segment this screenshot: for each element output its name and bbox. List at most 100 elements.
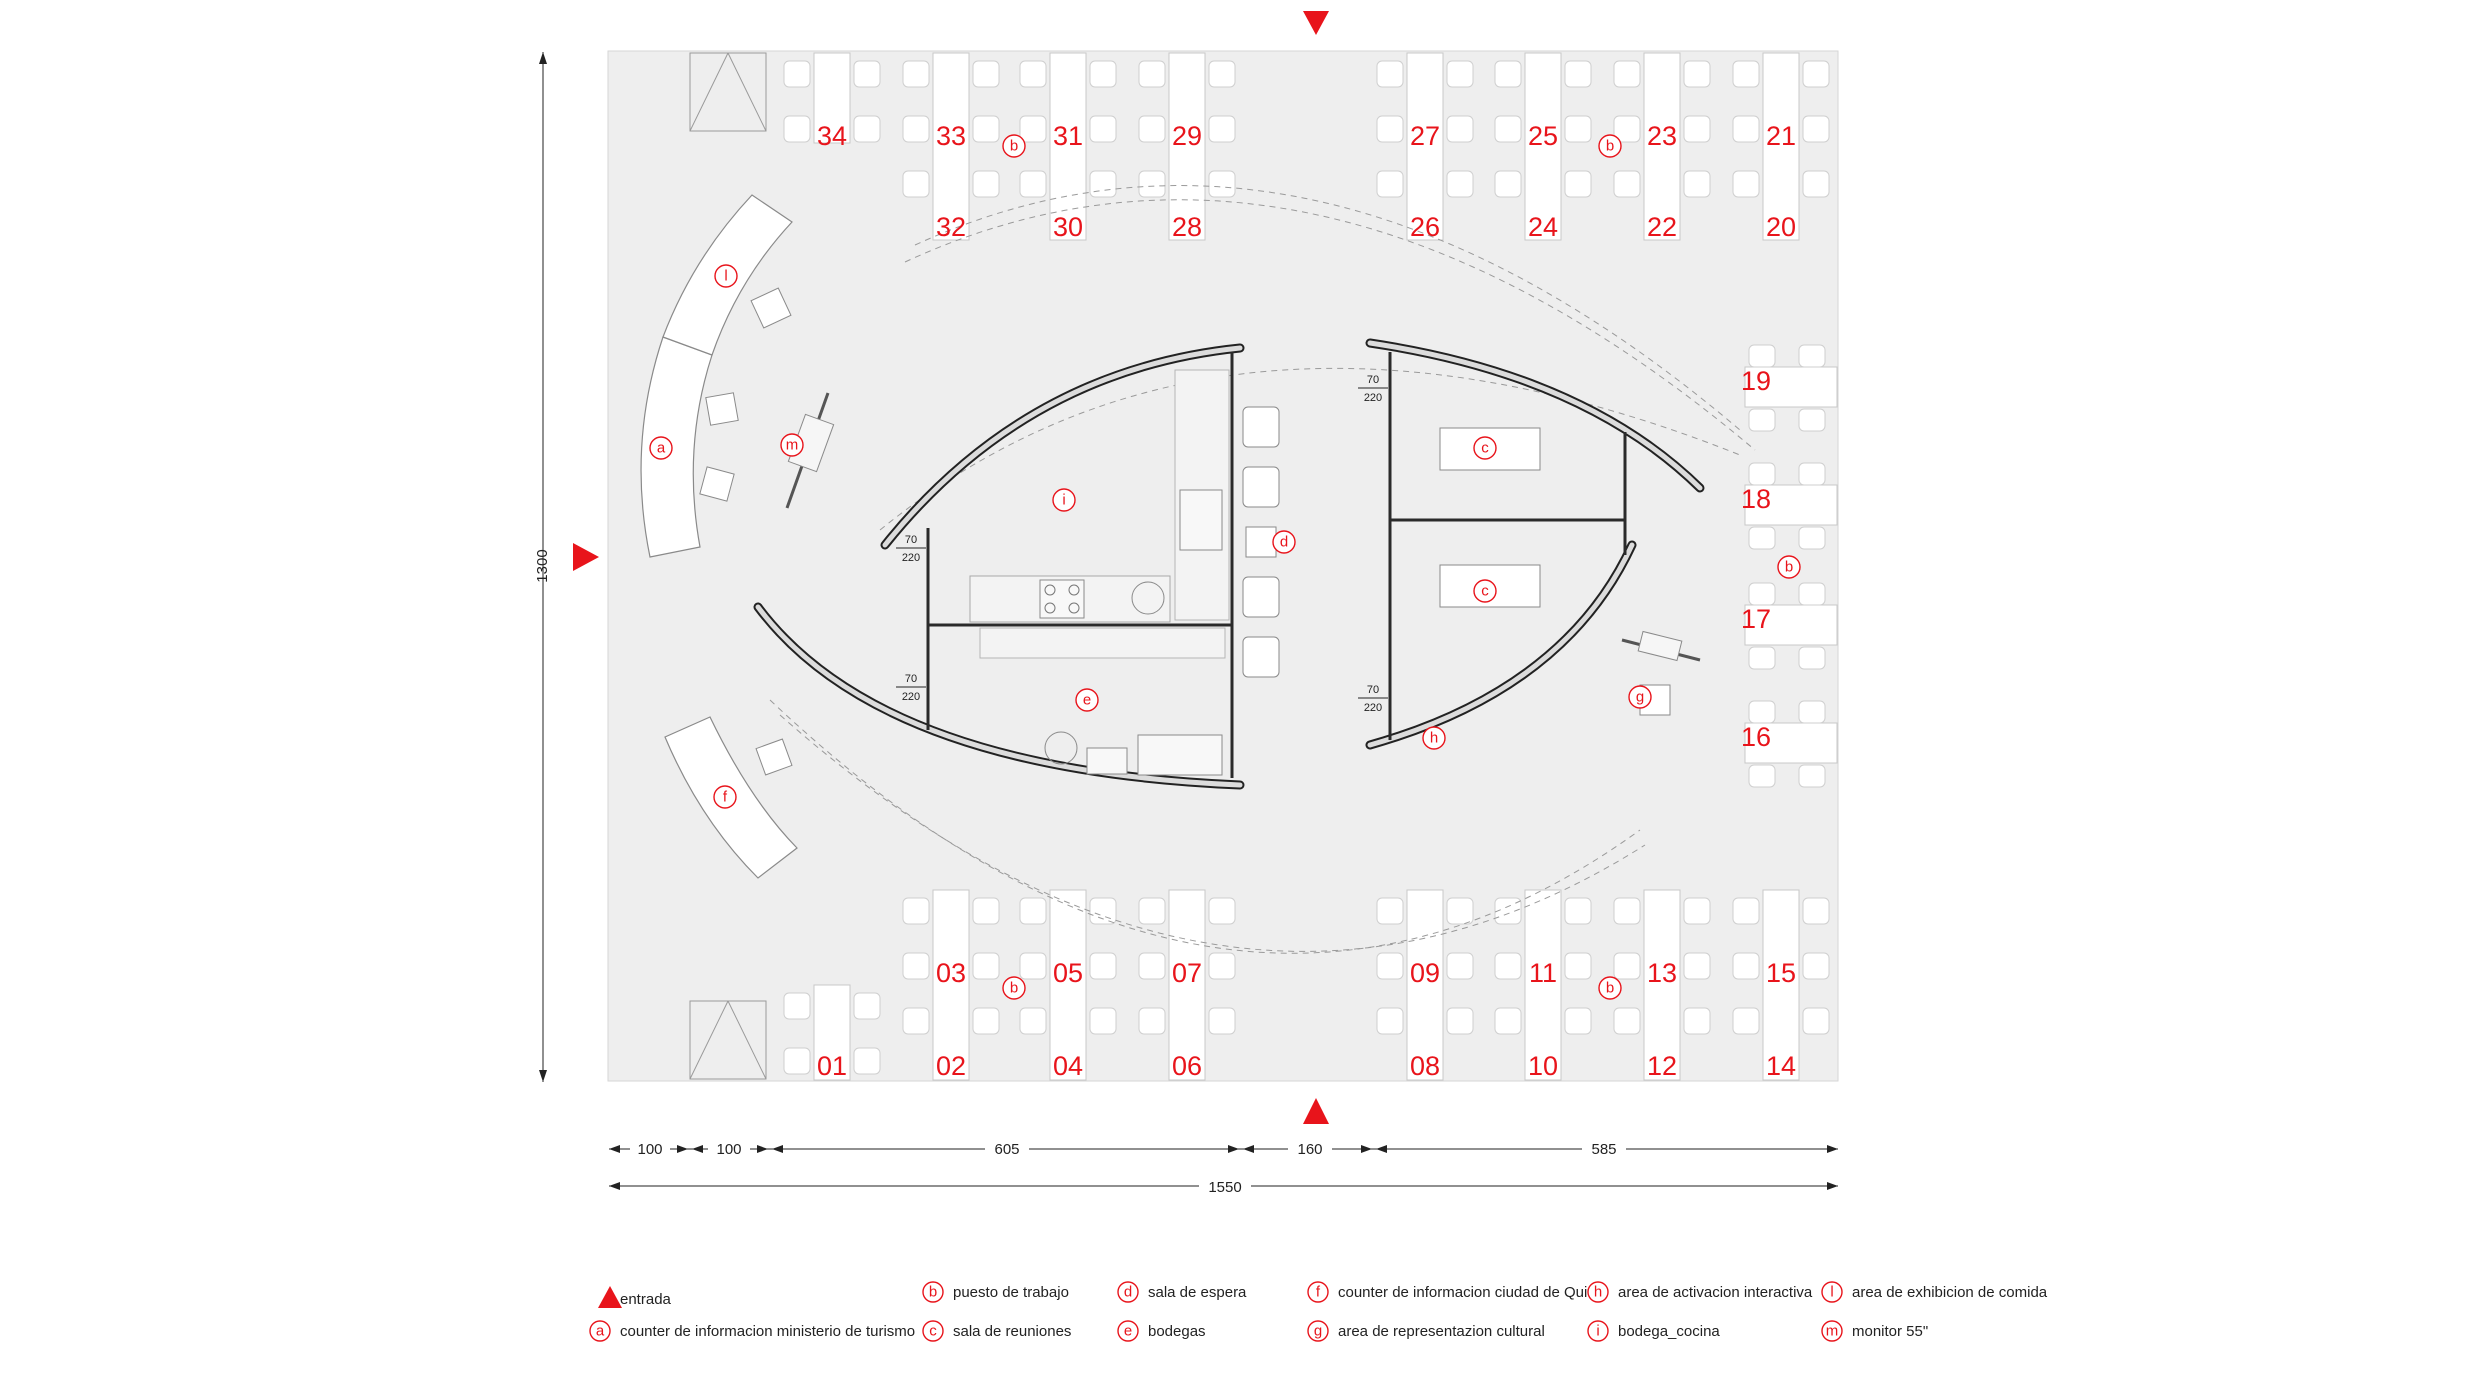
chair	[1494, 60, 1522, 88]
stool	[750, 287, 792, 329]
badge-b-top-left: b	[1002, 134, 1026, 158]
stand-table	[1406, 889, 1444, 1081]
chair	[1683, 897, 1711, 925]
chair	[1564, 170, 1592, 198]
badge-e: e	[1075, 688, 1099, 712]
dashed-arc-bottom	[769, 699, 1641, 954]
stand-table	[932, 889, 970, 1081]
badge-g: g	[1628, 685, 1652, 709]
svg-text:m: m	[1826, 1323, 1839, 1340]
stand-number: 16	[1741, 722, 1771, 752]
chair	[1748, 344, 1776, 368]
svg-text:220: 220	[1364, 702, 1382, 714]
stool	[755, 738, 793, 776]
stand-number: 12	[1647, 1051, 1677, 1081]
chair	[1798, 764, 1826, 788]
chair	[783, 115, 811, 143]
stand-number: 24	[1528, 212, 1558, 242]
svg-text:puesto de trabajo: puesto de trabajo	[953, 1284, 1069, 1301]
chair	[1019, 115, 1047, 143]
chair	[1089, 952, 1117, 980]
pod-right	[1365, 338, 1705, 750]
stand-number: 03	[936, 958, 966, 988]
svg-text:area de activacion interactiva: area de activacion interactiva	[1618, 1284, 1813, 1301]
chair	[1376, 115, 1404, 143]
chair	[1208, 897, 1236, 925]
svg-text:f: f	[1316, 1284, 1321, 1301]
stand-number: 26	[1410, 212, 1440, 242]
chair	[1564, 1007, 1592, 1035]
stand-table	[1406, 52, 1444, 241]
badge-b-top-right: b	[1598, 134, 1622, 158]
badge-b-bottom-left: b	[1002, 976, 1026, 1000]
svg-text:counter de informacion ministe: counter de informacion ministerio de tur…	[620, 1323, 915, 1340]
stands-bottom-furniture	[783, 889, 1830, 1081]
stand-number: 30	[1053, 212, 1083, 242]
svg-text:entrada: entrada	[620, 1291, 672, 1308]
svg-text:sala de reuniones: sala de reuniones	[953, 1323, 1071, 1340]
chair	[1613, 115, 1641, 143]
chair	[1138, 1007, 1166, 1035]
badge-h: h	[1422, 726, 1446, 750]
chair	[1683, 952, 1711, 980]
chair	[1798, 344, 1826, 368]
stand-number: 27	[1410, 121, 1440, 151]
svg-text:a: a	[657, 440, 666, 457]
svg-text:area de exhibicion de comida: area de exhibicion de comida	[1852, 1284, 2048, 1301]
stand-table	[1524, 52, 1562, 241]
badge-d: d	[1272, 530, 1296, 554]
svg-text:70: 70	[905, 673, 917, 685]
badge-c-upper: c	[1473, 436, 1497, 460]
dim-bg	[708, 1138, 750, 1158]
chair	[1208, 1007, 1236, 1035]
badge-f: f	[713, 785, 737, 809]
stand-table	[813, 52, 851, 144]
svg-text:l: l	[1830, 1284, 1833, 1301]
svg-text:i: i	[1062, 492, 1065, 509]
svg-text:b: b	[1785, 559, 1793, 576]
stand-number: 34	[817, 121, 847, 151]
legend-item-l: l area de exhibicion de comida	[1821, 1281, 2048, 1303]
stand-table	[1643, 52, 1681, 241]
chair	[1376, 60, 1404, 88]
chair	[1748, 526, 1776, 550]
counter-a	[640, 336, 713, 558]
dimension-height: 1300	[534, 52, 551, 1082]
chair	[1748, 582, 1776, 606]
chair	[1376, 897, 1404, 925]
entrance-bottom-marker	[1303, 1098, 1329, 1124]
badge-b-bottom-right: b	[1598, 976, 1622, 1000]
chair	[972, 1007, 1000, 1035]
stand-number: 09	[1410, 958, 1440, 988]
stand-table	[1762, 889, 1800, 1081]
chair	[902, 115, 930, 143]
stand-number: 08	[1410, 1051, 1440, 1081]
dim-seg-4: 160	[1297, 1141, 1322, 1158]
chair	[1019, 170, 1047, 198]
svg-text:d: d	[1124, 1284, 1132, 1301]
svg-text:g: g	[1314, 1323, 1322, 1340]
chair	[902, 897, 930, 925]
svg-text:d: d	[1280, 534, 1288, 551]
chair	[1089, 1007, 1117, 1035]
stand-table	[1762, 52, 1800, 241]
svg-text:e: e	[1083, 692, 1091, 709]
svg-text:c: c	[1481, 583, 1489, 600]
badge-c-lower: c	[1473, 579, 1497, 603]
chair	[1748, 764, 1776, 788]
chair	[1376, 952, 1404, 980]
chair	[1019, 1007, 1047, 1035]
chair	[1683, 170, 1711, 198]
chair	[1564, 60, 1592, 88]
stands-top-furniture	[783, 52, 1830, 241]
svg-text:220: 220	[902, 691, 920, 703]
dim-seg-5: 585	[1591, 1141, 1616, 1158]
dim-seg-3: 605	[994, 1141, 1019, 1158]
chair	[1446, 170, 1474, 198]
stands-right-furniture	[1744, 344, 1838, 788]
dim-bg	[630, 1138, 670, 1158]
